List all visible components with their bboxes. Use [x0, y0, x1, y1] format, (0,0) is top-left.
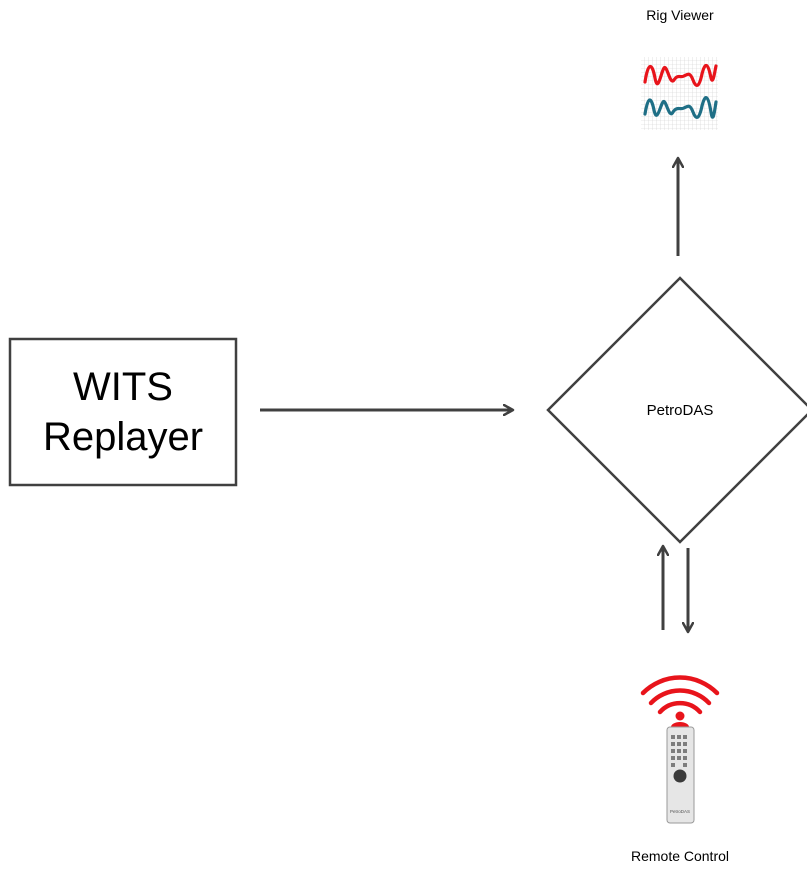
- wits-replayer-box: [8, 337, 238, 487]
- signal-waves: [640, 675, 720, 715]
- remote-badge-text: PetroDAS: [670, 809, 690, 814]
- waveform-chart-icon: [641, 57, 718, 130]
- remote-control-label: Remote Control: [630, 848, 730, 864]
- teal-wave: [643, 96, 718, 119]
- rig-viewer-label: Rig Viewer: [646, 7, 714, 23]
- remote-control-icon: PetroDAS: [640, 675, 720, 824]
- wits-replayer-label: WITS Replayer: [10, 339, 236, 485]
- petrodas-label: PetroDAS: [646, 402, 714, 419]
- petrodas-diamond: [546, 276, 807, 544]
- wits-replayer-line2: Replayer: [42, 415, 204, 459]
- wits-replayer-line1: WITS: [73, 365, 173, 409]
- red-wave: [643, 63, 718, 87]
